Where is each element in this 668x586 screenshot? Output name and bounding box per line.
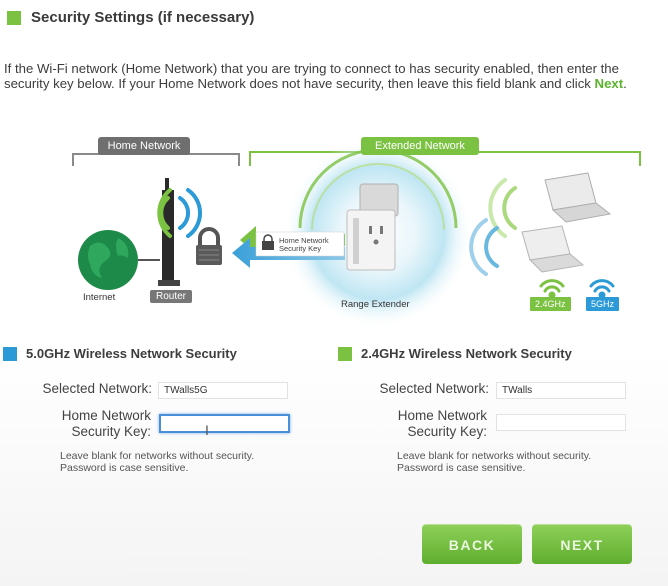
- router-label: Router: [150, 290, 193, 303]
- selected-network-label-5g: Selected Network:: [42, 381, 152, 396]
- extended-network-pill: Extended Network: [361, 137, 479, 155]
- hint-5g-line2: Password is case sensitive.: [60, 462, 189, 474]
- section-24g-title: 2.4GHz Wireless Network Security: [361, 346, 572, 361]
- security-key-label-5g: Home Network Security Key:: [0, 408, 151, 440]
- laptop-icon: [544, 172, 612, 223]
- back-button[interactable]: BACK: [422, 524, 522, 564]
- security-key-label-24g: Home Network Security Key:: [336, 408, 487, 440]
- selected-network-field-24g: [496, 382, 626, 399]
- intro-paragraph: If the Wi-Fi network (Home Network) that…: [4, 61, 664, 91]
- hint-24g: Leave blank for networks without securit…: [397, 450, 591, 474]
- intro-next-word: Next: [594, 76, 624, 91]
- network-diagram: Home Network Extended Network Internet R…: [0, 128, 668, 328]
- router-wifi-icon: [157, 188, 202, 238]
- hint-5g: Leave blank for networks without securit…: [60, 450, 254, 474]
- arrow-lock-icon: [262, 234, 274, 250]
- hint-24g-line1: Leave blank for networks without securit…: [397, 450, 592, 462]
- router-icon: [158, 178, 180, 286]
- intro-text: If the Wi-Fi network (Home Network) that…: [4, 61, 619, 91]
- security-key-label-5g-line1: Home Network: [61, 408, 151, 423]
- selected-network-field-5g: [158, 382, 288, 399]
- green-square-icon: [7, 10, 21, 25]
- extender-icon: [346, 183, 399, 271]
- home-bracket: [72, 153, 240, 166]
- security-key-label-5g-line2: Security Key:: [71, 424, 151, 439]
- diagram-graphics: [72, 138, 641, 328]
- home-key-line2: Security Key: [279, 244, 322, 253]
- laptop-icon: [521, 225, 585, 273]
- security-key-label-24g-line2: Security Key:: [407, 424, 487, 439]
- home-key-line1: Home Network: [279, 236, 329, 245]
- text-cursor-icon: I: [205, 422, 209, 438]
- globe-icon: [78, 230, 138, 290]
- green-square-icon: [338, 346, 352, 361]
- section-5g-title: 5.0GHz Wireless Network Security: [26, 346, 237, 361]
- section-24g-header: 2.4GHz Wireless Network Security: [338, 346, 572, 361]
- wifi-icon: [589, 279, 615, 299]
- section-5g-header: 5.0GHz Wireless Network Security: [3, 346, 237, 361]
- extender-wifi-icon: [469, 178, 517, 276]
- security-key-input-5g[interactable]: [159, 414, 290, 433]
- home-network-pill: Home Network: [98, 137, 190, 155]
- security-key-input-24g[interactable]: [496, 414, 626, 431]
- freq-5-badge: 5GHz: [586, 297, 620, 311]
- security-key-label-24g-line1: Home Network: [397, 408, 487, 423]
- hint-24g-line2: Password is case sensitive.: [397, 462, 526, 474]
- intro-end: .: [623, 76, 627, 91]
- section-header: Security Settings (if necessary): [7, 9, 254, 26]
- selected-network-label-24g: Selected Network:: [379, 381, 489, 396]
- next-button[interactable]: NEXT: [532, 524, 632, 564]
- freq-24-badge: 2.4GHz: [530, 297, 571, 311]
- page-title: Security Settings (if necessary): [31, 9, 255, 26]
- blue-square-icon: [3, 346, 17, 361]
- range-extender-label: Range Extender: [341, 299, 410, 310]
- hint-5g-line1: Leave blank for networks without securit…: [60, 450, 255, 462]
- home-key-label: Home Network Security Key: [279, 237, 329, 253]
- wifi-icon: [539, 279, 565, 299]
- lock-icon: [196, 227, 222, 265]
- internet-label: Internet: [83, 292, 116, 303]
